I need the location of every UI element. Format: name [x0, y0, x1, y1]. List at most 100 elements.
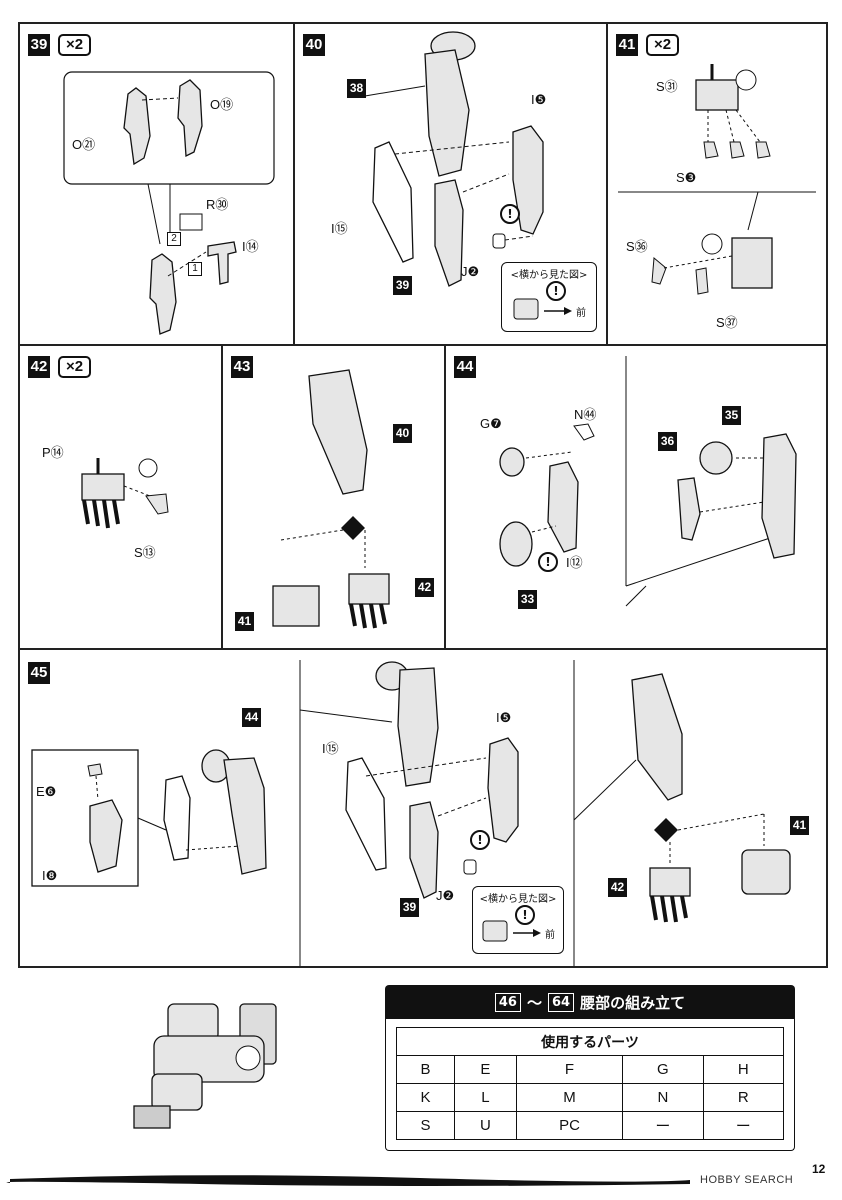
caution-icon: !: [538, 552, 558, 572]
part-label-i15: I⑮: [331, 221, 348, 236]
side-view-box: <横から見た図> ! 前: [501, 262, 597, 332]
part-label-j2: J❷: [436, 888, 455, 903]
divider-39-40: [293, 22, 295, 345]
table-row: S U PC ー ー: [395, 1111, 785, 1140]
step-39-panel: 39 ×2 O㉑ O⑲ R㉚ I⑭ 2 1: [20, 24, 293, 344]
part-label-i8: I❽: [42, 868, 58, 883]
step-45-panel: 45 44 E❻ I❽ I❺ I⑮: [20, 650, 826, 966]
border-left: [18, 22, 20, 968]
part-label-j2: J❷: [461, 264, 480, 279]
page-number: 12: [812, 1162, 826, 1176]
table-cell: R: [702, 1083, 785, 1112]
ref-33: 33: [518, 590, 537, 609]
table-cell: PC: [515, 1111, 624, 1140]
table-cell: G: [622, 1055, 704, 1084]
table-cell: H: [702, 1055, 785, 1084]
step-number: 43: [231, 356, 253, 378]
table-cell: F: [515, 1055, 624, 1084]
table-cell: B: [395, 1055, 456, 1084]
hand-drawing: [81, 458, 169, 529]
part-label-i5: I❺: [531, 92, 547, 107]
caption-row: 使用するパーツ: [396, 1027, 784, 1056]
sub-marker-1: 1: [188, 262, 202, 276]
parts-grid: 使用するパーツ B E F G H K L M N R S U PC ー ー: [395, 1027, 785, 1140]
table-cell: E: [454, 1055, 517, 1084]
table-cell: ー: [622, 1111, 704, 1140]
table-cell: S: [395, 1111, 456, 1140]
section-title: 腰部の組み立て: [580, 993, 686, 1012]
part-label-i5: I❺: [496, 710, 512, 725]
step-number: 42: [28, 356, 50, 378]
step-number: 41: [616, 34, 638, 56]
waist-illustration: [133, 1003, 277, 1129]
border-top: [18, 22, 828, 24]
ref-39: 39: [400, 898, 419, 917]
table-cell: U: [454, 1111, 517, 1140]
range-end: 64: [548, 992, 575, 1012]
step-number: 39: [28, 34, 50, 56]
step-42-panel: 42 ×2 P⑭ S⑬: [20, 346, 221, 648]
ref-44: 44: [242, 708, 261, 727]
table-cell: N: [622, 1083, 704, 1112]
forward-label: 前: [545, 930, 555, 941]
divider-43-44: [444, 344, 446, 649]
ref-41: 41: [790, 816, 809, 835]
step-41-panel: 41 ×2 S㉛ S❸ S㊱ S㊲: [608, 24, 826, 344]
caution-icon: !: [500, 204, 520, 224]
part-label-s36: S㊱: [626, 239, 648, 254]
arm-assembly-drawing: [364, 31, 544, 287]
side-view-box: <横から見た図> ! 前: [472, 886, 564, 954]
ref-42: 42: [608, 878, 627, 897]
row3-bottom: [18, 966, 828, 968]
table-cell: K: [395, 1083, 456, 1112]
part-label-o21: O㉑: [72, 137, 96, 152]
step-number: 40: [303, 34, 325, 56]
part-label-n44: N㊹: [574, 407, 597, 422]
table-cell: L: [454, 1083, 517, 1112]
hand-assembly-drawing: [618, 64, 816, 295]
table-row: K L M N R: [395, 1083, 785, 1112]
part-label-e6: E❻: [36, 784, 57, 799]
ref-38: 38: [347, 79, 366, 98]
ref-41: 41: [235, 612, 254, 631]
side-view-part: [513, 298, 572, 320]
multiplier-badge: ×2: [58, 34, 92, 56]
step-40-panel: 40 38 I❺ I⑮ 39 J❷ ! <横から見た図> ! 前: [295, 24, 606, 344]
divider-42-43: [221, 344, 223, 649]
ref-39: 39: [393, 276, 412, 295]
part-label-o19: O⑲: [210, 97, 234, 112]
part-label-i14: I⑭: [242, 239, 259, 254]
multiplier-badge: ×2: [646, 34, 680, 56]
step-number: 44: [454, 356, 476, 378]
parts-list-table: 46 ～ 64 腰部の組み立て 使用するパーツ B E F G H K L M …: [385, 985, 795, 1151]
part-label-p14: P⑭: [42, 445, 64, 460]
watermark: HOBBY SEARCH: [700, 1174, 794, 1186]
ref-42: 42: [415, 578, 434, 597]
table-cell: M: [515, 1083, 624, 1112]
range-separator: ～: [526, 993, 542, 1012]
forearm-drawing: [272, 369, 390, 629]
part-label-r30: R㉚: [206, 197, 229, 212]
side-view-part: [482, 920, 541, 942]
forward-label: 前: [576, 308, 586, 319]
divider-40-41: [606, 22, 608, 345]
border-right: [826, 22, 828, 968]
sub-marker-2: 2: [167, 232, 181, 246]
table-cell: ー: [702, 1111, 785, 1140]
parts-list-header: 46 ～ 64 腰部の組み立て: [385, 985, 795, 1019]
ref-35: 35: [722, 406, 741, 425]
inset-frame: [63, 71, 275, 335]
multiplier-badge: ×2: [58, 356, 92, 378]
caution-icon: !: [546, 281, 566, 301]
ref-36: 36: [658, 432, 677, 451]
part-label-s37: S㊲: [716, 315, 738, 330]
part-label-s13: S⑬: [134, 545, 156, 560]
elbow-drawing: [499, 356, 797, 607]
parts-list-body: 使用するパーツ B E F G H K L M N R S U PC ー ー: [385, 1019, 795, 1151]
side-view-title: <横から見た図>: [510, 270, 588, 281]
step-43-panel: 43 40 41 42: [223, 346, 444, 648]
parts-caption: 使用するパーツ: [396, 1027, 784, 1056]
part-label-i15: I⑮: [322, 741, 339, 756]
caution-icon: !: [470, 830, 490, 850]
step-44-panel: 44 G❼ N㊹ I⑫ ! 33 35 36: [446, 346, 826, 648]
